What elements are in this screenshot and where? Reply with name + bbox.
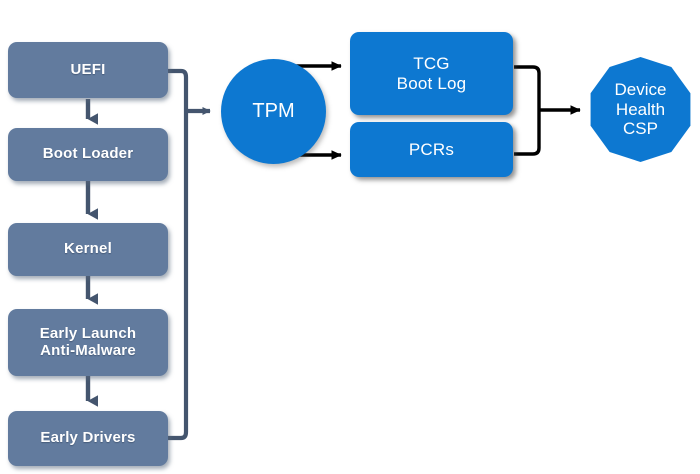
node-pcrs-label: PCRs <box>408 139 455 159</box>
node-kernel-label: Kernel <box>64 240 112 258</box>
node-uefi[interactable]: UEFI <box>8 42 168 98</box>
node-boot-loader[interactable]: Boot Loader <box>8 128 168 181</box>
node-boot-loader-label: Boot Loader <box>42 145 134 163</box>
node-device-health-csp[interactable]: Device Health CSP <box>588 57 693 162</box>
node-early-launch-anti-malware[interactable]: Early Launch Anti-Malware <box>8 309 168 376</box>
node-early-drivers-label: Early Drivers <box>40 429 136 447</box>
node-early-launch-anti-malware-label: Early Launch Anti-Malware <box>39 324 137 359</box>
node-tcg-boot-log[interactable]: TCG Boot Log <box>350 32 513 115</box>
node-early-drivers[interactable]: Early Drivers <box>8 411 168 466</box>
node-uefi-label: UEFI <box>70 60 106 78</box>
edge-measurements-to-csp <box>514 65 581 156</box>
node-pcrs[interactable]: PCRs <box>350 122 513 177</box>
decagon-shape <box>590 57 691 162</box>
node-tcg-boot-log-label: TCG Boot Log <box>396 54 467 93</box>
edge-boot-chain-to-tpm <box>168 68 211 441</box>
node-kernel[interactable]: Kernel <box>8 223 168 276</box>
node-tpm[interactable]: TPM <box>221 59 326 164</box>
node-tpm-label: TPM <box>252 100 295 123</box>
